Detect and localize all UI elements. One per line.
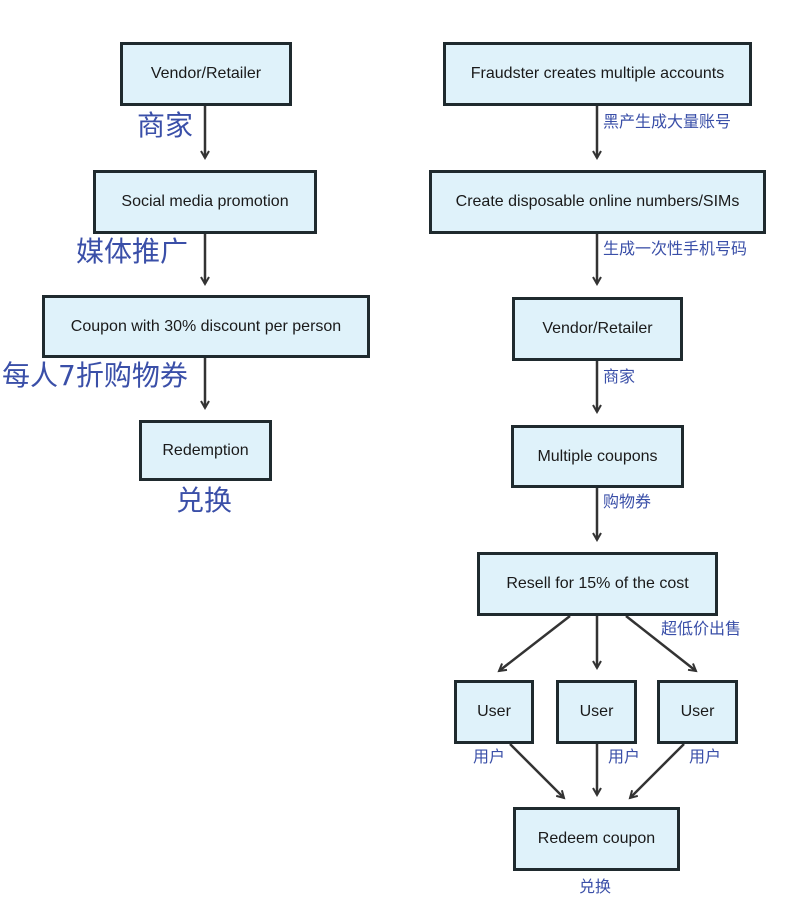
arrow-user1-to-redeem: [509, 743, 564, 798]
left-label-vendor: 商家: [137, 109, 194, 142]
left-label-redemption: 兑换: [176, 484, 233, 517]
user-label-3: 用户: [689, 747, 722, 766]
right-node-disposable-numbers: Create disposable online numbers/SIMs: [429, 170, 766, 234]
user-label-2: 用户: [608, 747, 641, 766]
right-label-coupons: 购物券: [603, 492, 652, 511]
right-node-vendor: Vendor/Retailer: [512, 297, 683, 361]
left-node-redemption: Redemption: [139, 420, 272, 481]
right-node-fraudster: Fraudster creates multiple accounts: [443, 42, 752, 106]
left-label-social-media: 媒体推广: [76, 235, 189, 268]
left-node-coupon-30: Coupon with 30% discount per person: [42, 295, 370, 358]
arrow-user3-to-redeem: [630, 743, 685, 798]
right-label-vendor: 商家: [603, 367, 636, 386]
user-node-1: User: [454, 680, 534, 744]
right-label-resell: 超低价出售: [661, 619, 742, 638]
left-label-coupon: 每人7折购物券: [2, 359, 188, 392]
right-label-disposable: 生成一次性手机号码: [603, 239, 748, 258]
right-node-multiple-coupons: Multiple coupons: [511, 425, 684, 488]
left-node-vendor: Vendor/Retailer: [120, 42, 292, 106]
right-node-resell: Resell for 15% of the cost: [477, 552, 718, 616]
right-label-redeem: 兑换: [579, 877, 612, 896]
right-node-redeem: Redeem coupon: [513, 807, 680, 871]
right-label-fraudster: 黑产生成大量账号: [603, 112, 732, 131]
user-node-3: User: [657, 680, 738, 744]
user-node-2: User: [556, 680, 637, 744]
arrow-to-user-1: [499, 615, 571, 671]
arrow-to-user-3: [625, 615, 696, 671]
user-label-1: 用户: [473, 747, 506, 766]
left-node-social-media: Social media promotion: [93, 170, 317, 234]
